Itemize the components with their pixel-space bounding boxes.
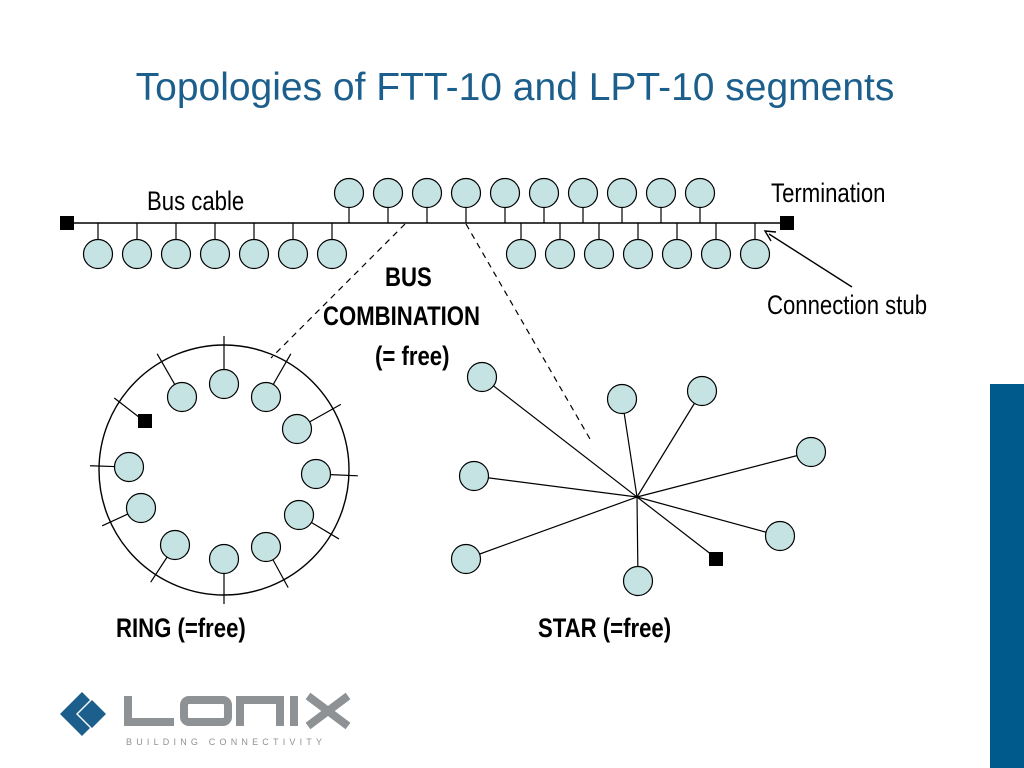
ring-node (300, 458, 332, 490)
logo-mark-icon (60, 692, 106, 736)
bus-node (544, 238, 576, 270)
star-spoke (621, 398, 638, 498)
ring-stub (90, 465, 115, 468)
logo-wordmark-icon (124, 692, 351, 730)
bus-node (333, 177, 365, 209)
combination-dashed-lines (270, 223, 591, 440)
bus-node (372, 177, 404, 209)
star-node (686, 375, 718, 407)
ring-node (113, 451, 145, 483)
ring-stub (311, 521, 340, 540)
star-spoke (473, 475, 638, 498)
ring-topology (90, 336, 358, 604)
bus-node (583, 238, 615, 270)
ring-stub (101, 513, 129, 527)
star-termination (709, 552, 723, 566)
pointer-arrowhead (763, 230, 777, 242)
star-spoke (636, 390, 703, 498)
ring-label: RING (=free) (116, 613, 246, 643)
ring-node (250, 531, 282, 563)
bus-node (700, 238, 732, 270)
pointer-line (768, 233, 853, 288)
ring-node (125, 492, 157, 524)
ring-stub (309, 403, 342, 423)
ring-node (159, 529, 191, 561)
connection-stub-label: Connection stub (767, 290, 928, 320)
ring-node (166, 381, 198, 413)
ring-node (281, 413, 313, 445)
star-spoke (481, 376, 638, 498)
ring-node (250, 381, 282, 413)
ring-stub (272, 353, 292, 385)
bus-topology (60, 177, 794, 270)
accent-sidebar-bar (990, 384, 1024, 768)
star-spoke (636, 496, 781, 537)
bus-node (450, 177, 482, 209)
bus-node (277, 238, 309, 270)
star-node (466, 361, 498, 393)
ring-termination (138, 414, 152, 428)
bus-node (489, 177, 521, 209)
bus-node (606, 177, 638, 209)
star-node (606, 383, 638, 415)
bus-node (684, 177, 716, 209)
bus-node (567, 177, 599, 209)
ring-stub (156, 353, 176, 385)
bus-node (645, 177, 677, 209)
bus-termination-left (60, 216, 74, 230)
ring-stub (330, 474, 358, 477)
lonix-logo: BUILDING CONNECTIVITY (60, 692, 351, 747)
bus-node (505, 238, 537, 270)
bus-node (199, 238, 231, 270)
star-spoke (636, 496, 713, 556)
ring-node (283, 499, 315, 531)
star-node (450, 543, 482, 575)
bus-node (316, 238, 348, 270)
combination-dashed-line (465, 223, 591, 440)
termination-label: Termination (771, 178, 886, 208)
star-node (764, 520, 796, 552)
bus-termination-right (780, 216, 794, 230)
star-spoke (636, 451, 812, 498)
bus-node (121, 238, 153, 270)
star-spoke (465, 496, 638, 560)
ring-stub (272, 559, 289, 588)
bus-node (622, 238, 654, 270)
star-node (795, 436, 827, 468)
bus-node (528, 177, 560, 209)
ring-stub (150, 556, 168, 583)
bus-node (661, 238, 693, 270)
bus-node (238, 238, 270, 270)
combination-dashed-line (270, 223, 406, 359)
bus-combination-line1: BUS (385, 262, 432, 292)
bus-node (160, 238, 192, 270)
bus-combination-line3: (= free) (375, 341, 450, 371)
logo-tagline-text: BUILDING CONNECTIVITY (126, 737, 326, 747)
star-label: STAR (=free) (538, 613, 672, 643)
star-node (458, 460, 490, 492)
ring-node (208, 543, 240, 575)
star-topology (450, 361, 827, 597)
bus-node (82, 238, 114, 270)
bus-node (411, 177, 443, 209)
page-title: Topologies of FTT-10 and LPT-10 segments (135, 66, 895, 109)
star-node (622, 565, 654, 597)
bus-combination-line2: COMBINATION (323, 301, 481, 331)
bus-cable-label: Bus cable (147, 186, 245, 216)
bus-node (739, 238, 771, 270)
connection-stub-pointer (763, 230, 853, 288)
ring-node (208, 368, 240, 400)
